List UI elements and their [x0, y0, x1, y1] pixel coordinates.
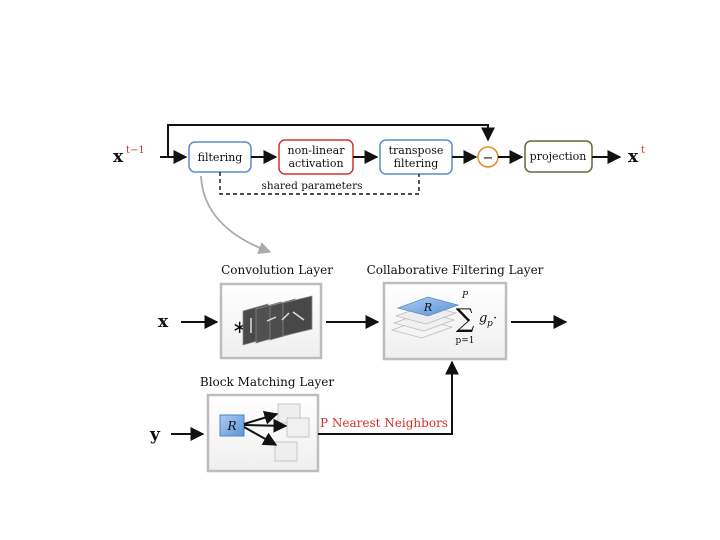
nearest-neighbors-label: P Nearest Neighbors	[320, 416, 448, 430]
svg-text:t−1: t−1	[126, 145, 145, 156]
bm-R-label: R	[226, 419, 236, 433]
svg-text:P: P	[461, 291, 469, 301]
svg-text:·: ·	[493, 311, 497, 326]
svg-text:x: x	[113, 147, 124, 167]
nonlinear-activation-box: non-linear activation	[278, 139, 354, 175]
bm-input-label: y	[149, 425, 161, 445]
neighbor-patch	[274, 441, 298, 462]
collaborative-filtering-layer-title: Collaborative Filtering Layer	[367, 263, 544, 277]
pipeline-input-label: x t−1	[113, 145, 145, 167]
filter-bank	[242, 295, 313, 346]
skip-connection-arrow	[167, 124, 495, 157]
minus-node: −	[477, 146, 499, 168]
stacked-patches: R	[390, 296, 460, 339]
pipeline-output-label: x t	[628, 145, 645, 167]
shared-parameters-label: shared parameters	[262, 180, 363, 192]
transpose-label-line2: filtering	[394, 157, 439, 170]
svg-text:x: x	[628, 147, 639, 167]
summation-formula: P ∑ p=1 g p ·	[455, 291, 497, 346]
transpose-label-line1: transpose	[389, 144, 444, 157]
conv-input-label: x	[158, 312, 169, 332]
svg-text:t: t	[641, 145, 645, 156]
projection-box: projection	[524, 140, 593, 173]
cf-R-label: R	[423, 301, 432, 314]
minus-sign: −	[483, 151, 494, 166]
collaborative-filtering-panel: R P ∑ p=1 g p ·	[382, 281, 508, 361]
svg-text:g: g	[479, 311, 487, 326]
filtering-label: filtering	[198, 151, 243, 164]
filtering-box: filtering	[188, 141, 252, 173]
svg-text:p=1: p=1	[455, 336, 474, 346]
neighbor-patch	[286, 417, 310, 438]
block-matching-panel: R	[206, 393, 320, 473]
convolution-layer-panel: ∗	[219, 282, 323, 360]
match-arrow	[243, 418, 288, 433]
nonlinear-label-line1: non-linear	[288, 144, 346, 157]
transpose-filtering-box: transpose filtering	[379, 139, 453, 175]
match-arrow	[243, 426, 278, 446]
svg-text:p: p	[487, 319, 493, 329]
convolution-layer-title: Convolution Layer	[221, 263, 333, 277]
zoom-arrow	[200, 175, 272, 254]
nearest-neighbors-arrow	[318, 360, 459, 435]
block-matching-layer-title: Block Matching Layer	[200, 375, 334, 389]
shared-parameters-bracket	[219, 172, 420, 195]
svg-text:∑: ∑	[456, 304, 475, 334]
projection-label: projection	[530, 150, 587, 163]
nonlinear-label-line2: activation	[288, 157, 343, 170]
match-arrow	[243, 410, 279, 425]
